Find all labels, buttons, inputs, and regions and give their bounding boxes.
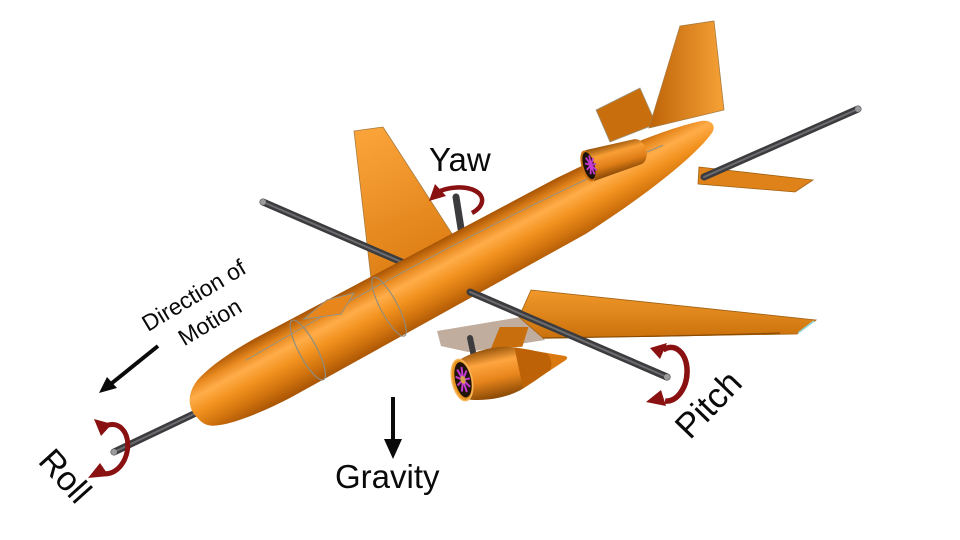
tail-engine-fan-icon xyxy=(584,155,598,175)
fuselage-seam-ring xyxy=(371,276,407,337)
roll-arrowhead-bottom-icon xyxy=(88,463,109,478)
rod-cap xyxy=(664,374,670,380)
left-horizontal-stabilizer xyxy=(595,87,657,143)
rod-cap xyxy=(260,199,266,205)
roll-axis-rod-tail-highlight xyxy=(703,108,859,178)
right-horizontal-stabilizer xyxy=(697,166,815,193)
pitch-axis-rod-front-highlight xyxy=(469,291,668,378)
engine-pylon xyxy=(491,326,529,349)
pitch-rotation-arrow xyxy=(661,344,690,404)
yaw-rotation-arrow xyxy=(434,185,485,215)
engine-exhaust xyxy=(514,347,553,389)
pitch-rod-front-group xyxy=(466,288,671,381)
pitch-arrowhead-bottom-icon xyxy=(646,390,666,406)
rotation-arrowheads xyxy=(88,184,667,478)
rod-cap xyxy=(111,449,117,455)
yaw-label: Yaw xyxy=(429,141,491,178)
pitch-arrowhead-top-icon xyxy=(650,343,667,359)
fuselage xyxy=(189,120,714,426)
wing-root-fairing xyxy=(302,292,356,320)
vertical-stabilizer xyxy=(648,20,725,129)
tail-engine-nacelle xyxy=(582,139,647,181)
yaw-arrowhead-icon xyxy=(429,184,446,201)
engine-spinner-cone xyxy=(546,352,568,371)
wing-engine xyxy=(450,326,568,402)
direction-of-motion-arrow xyxy=(110,344,160,385)
engine-fan-icon xyxy=(455,366,471,393)
fuselage-seam-ring xyxy=(289,319,327,381)
direction-of-motion-arrowhead-icon xyxy=(99,377,117,393)
gravity-label: Gravity xyxy=(335,458,440,495)
roll-arrowhead-top-icon xyxy=(94,419,112,436)
tail-engine xyxy=(580,139,647,182)
annotation-arrows xyxy=(99,344,402,459)
engine-fan-hub xyxy=(460,375,466,384)
rod-cap xyxy=(855,106,861,112)
gravity-arrowhead-icon xyxy=(384,439,402,459)
wing-tip-edge xyxy=(797,320,815,334)
roll-axis-rod-tail-group xyxy=(700,105,862,181)
fuselage-body xyxy=(189,120,714,426)
